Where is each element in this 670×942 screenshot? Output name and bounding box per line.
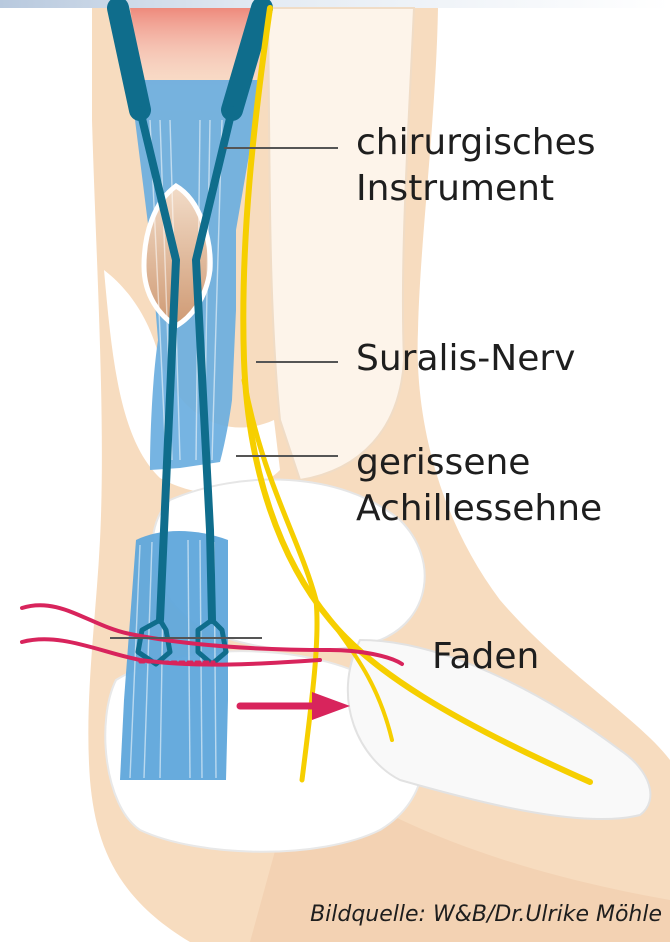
tibia-bone	[268, 8, 414, 480]
label-instrument-line2: Instrument	[356, 166, 596, 212]
label-instrument-line1: chirurgisches	[356, 120, 596, 166]
label-thread: Faden	[432, 634, 539, 680]
image-credit: Bildquelle: W&B/Dr.Ulrike Möhle	[310, 902, 662, 927]
label-surgical-instrument: chirurgisches Instrument	[356, 120, 596, 212]
label-ruptured-tendon: gerissene Achillessehne	[356, 440, 602, 532]
label-tendon-line1: gerissene	[356, 440, 602, 486]
label-tendon-line2: Achillessehne	[356, 486, 602, 532]
label-sural-nerve: Suralis-Nerv	[356, 336, 575, 382]
